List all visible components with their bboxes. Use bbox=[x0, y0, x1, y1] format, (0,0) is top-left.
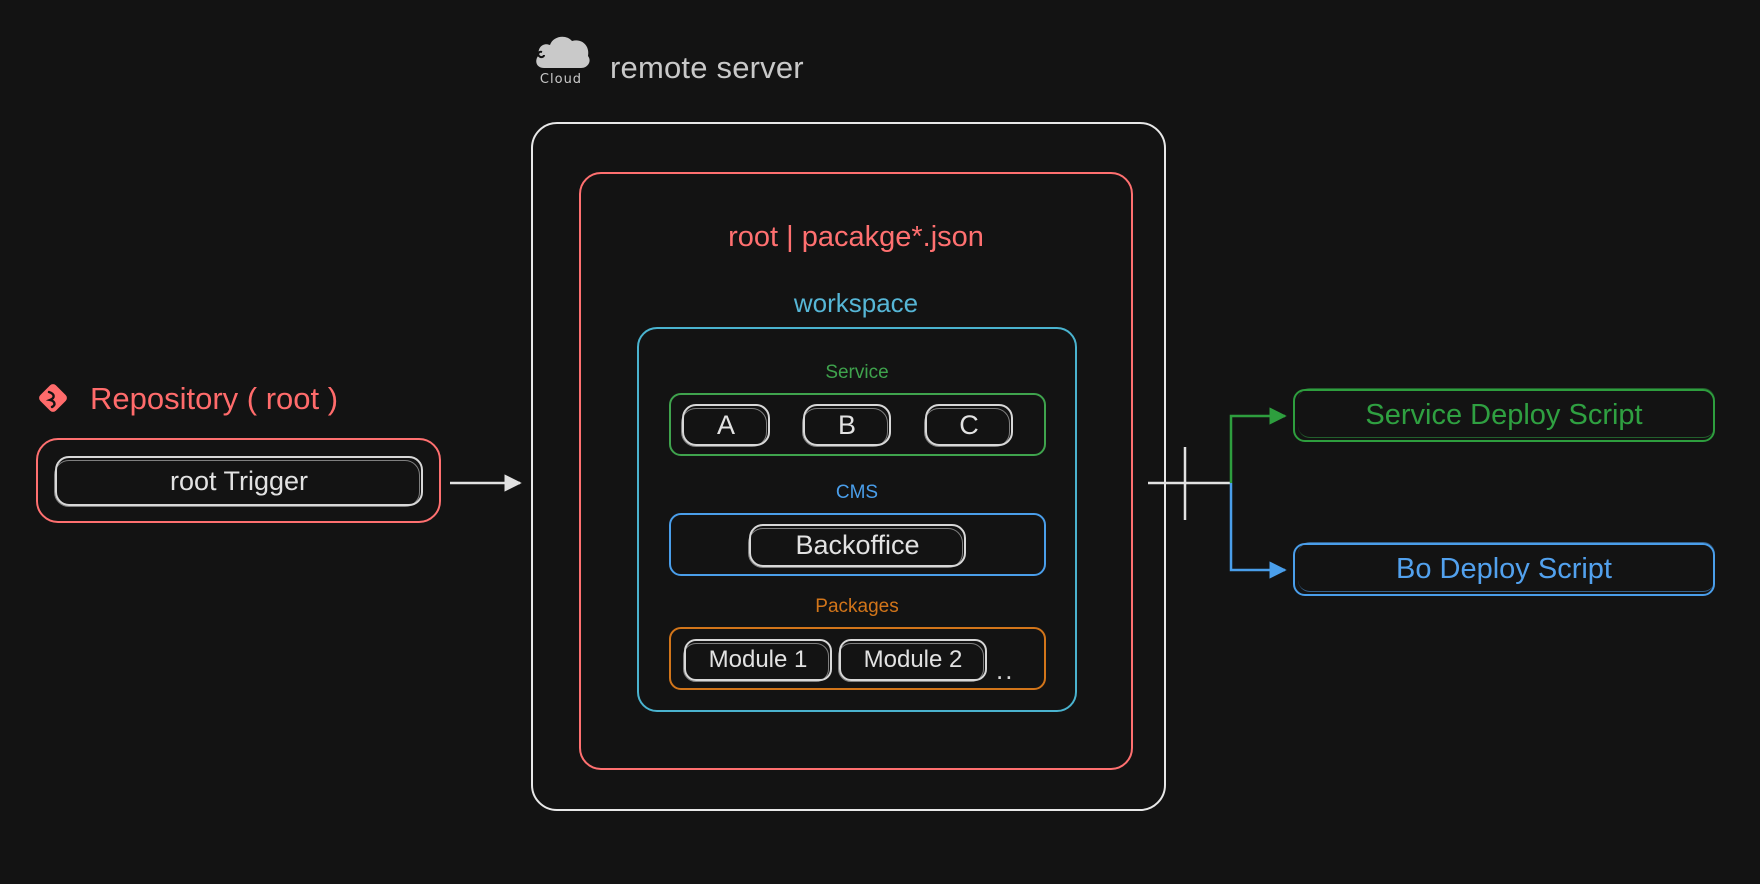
workspace-label: workspace bbox=[793, 288, 919, 318]
cms-group-label: CMS bbox=[835, 482, 879, 503]
packages-group-label: Packages bbox=[815, 596, 899, 617]
root-package-label: root | pacakge*.json bbox=[728, 221, 984, 253]
service-item-c[interactable]: C bbox=[924, 404, 1013, 447]
packages-group-box bbox=[669, 627, 1046, 690]
service-deploy-script-pill[interactable]: Service Deploy Script bbox=[1293, 388, 1715, 442]
packages-overflow-indicator: .. bbox=[996, 655, 1015, 685]
root-trigger-chip[interactable]: root Trigger bbox=[54, 456, 423, 507]
repository-icon bbox=[38, 383, 68, 413]
split-to-bo-deploy-arrow bbox=[1229, 483, 1287, 579]
root-package-box bbox=[579, 172, 1133, 770]
remote-server-box bbox=[531, 122, 1166, 811]
repository-box bbox=[36, 438, 441, 523]
packages-item-module-2[interactable]: Module 2 bbox=[838, 639, 987, 682]
split-to-service-deploy-arrow bbox=[1229, 407, 1287, 483]
cloud-icon-caption: Cloud bbox=[539, 72, 583, 87]
repository-title: Repository ( root ) bbox=[90, 381, 339, 416]
cloud-icon bbox=[532, 28, 594, 83]
cms-group-box bbox=[669, 513, 1046, 576]
packages-item-module-1[interactable]: Module 1 bbox=[683, 639, 832, 682]
cms-item-backoffice[interactable]: Backoffice bbox=[748, 524, 966, 568]
remote-server-title: remote server bbox=[610, 50, 804, 85]
service-item-a[interactable]: A bbox=[681, 404, 770, 447]
bo-deploy-script-pill[interactable]: Bo Deploy Script bbox=[1293, 542, 1715, 596]
workspace-box bbox=[637, 327, 1077, 712]
service-group-label: Service bbox=[825, 362, 889, 383]
service-item-b[interactable]: B bbox=[802, 404, 891, 447]
service-group-box bbox=[669, 393, 1046, 456]
